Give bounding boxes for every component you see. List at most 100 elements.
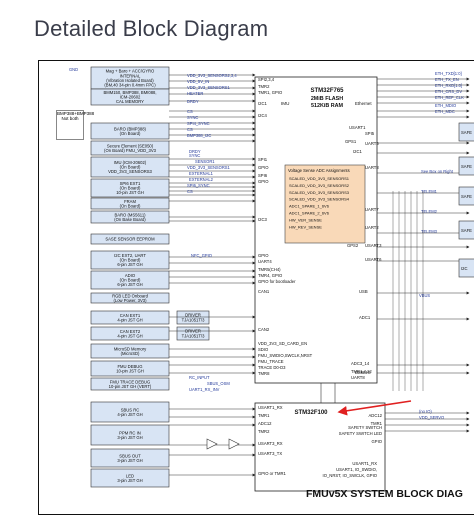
main-mcu-name: STM32F765 <box>310 88 344 94</box>
left-block-box <box>90 88 170 106</box>
left-block-box <box>90 197 170 210</box>
io-port-right: SAFETY SWITCH LED <box>339 431 382 436</box>
left-block-text: SBUS RC <box>121 407 140 412</box>
left-block-box <box>90 250 170 270</box>
left-block-text: 4-pin JST GH <box>117 412 142 417</box>
left-block-box <box>90 233 170 245</box>
signal-label-right: ETH_RXD[1:0] <box>435 83 462 88</box>
left-block: SASE SENSOR EEPROM <box>90 233 170 245</box>
left-block-text: (Low Power, 3V3) <box>113 298 147 303</box>
main-port-right: GPS1 <box>345 139 357 144</box>
left-block-text: 10-pin JST GH <box>116 190 144 195</box>
left-block-box <box>90 401 170 423</box>
left-block: I2C EXT2, UART(On Board)6-pin JST GH <box>90 250 170 270</box>
main-port-left: TMR4, GPIO <box>258 273 283 278</box>
voltage-box-line: ADC1_SPARE_1_6V6 <box>289 204 330 209</box>
main-port-left: CAN2 <box>258 327 270 332</box>
left-block-text: PPM RC IN <box>119 430 141 435</box>
left-block: SBUS RC4-pin JST GH <box>90 401 170 423</box>
voltage-box <box>284 164 366 244</box>
voltage-box-line: HW_REV_SENSE <box>289 224 322 229</box>
left-block-box <box>90 343 170 359</box>
left-block-box <box>90 468 170 488</box>
io-mcu-name: STM32F100 <box>294 410 328 416</box>
left-block: BARO (BMP388)(On Board) <box>90 122 170 140</box>
signal-label: EXTERNAL1 <box>189 171 214 176</box>
signal-label: SYNC <box>187 115 198 120</box>
left-block-box <box>90 270 170 290</box>
main-port-right: TMR1,4,12 <box>351 369 372 374</box>
signal-label-right: ETH_MDC <box>435 109 455 114</box>
left-block-text: FMU DEBUG <box>117 364 142 369</box>
signal-label: NFC_GPIO <box>191 253 212 258</box>
signal-label-right: ETH_REF_CLK <box>435 95 464 100</box>
signal-label-right: VDD_SERVO <box>419 415 444 420</box>
voltage-box-line: SCALED_VDD_3V3_SENSORS3 <box>289 190 350 195</box>
left-block: RGB LED Onboard(Low Power, 3V3) <box>90 292 170 304</box>
left-block-text: SBUS OUT <box>119 453 141 458</box>
left-block-text: I2C EXT2, UART <box>114 253 146 258</box>
main-port-left: CAN1 <box>258 289 270 294</box>
left-block-text: Secure Element (SE050) <box>107 143 154 148</box>
right-edge-label: SAFE <box>461 164 472 169</box>
left-block-box <box>90 140 170 156</box>
main-mcu-flash: 2MiB FLASH <box>311 96 343 102</box>
left-block-text: BARO (BMP388) <box>114 126 146 131</box>
signal-label-right: VBUS <box>419 293 430 298</box>
signal-label: SPI6_SYNC <box>187 183 210 188</box>
left-block-text: INTERNAL <box>120 73 141 78</box>
left-block-text: 6-pin JST GH <box>117 262 142 267</box>
signal-label-right: TELEM2 <box>421 209 438 214</box>
main-port-left: TMR8 <box>258 371 270 376</box>
signal-label: VDD_3V3_SENSORS1 <box>187 85 230 90</box>
voltage-box-line: SCALED_VDD_3V3_SENSORS1 <box>289 176 350 181</box>
left-block-box <box>90 122 170 140</box>
main-port-left: GPIO for bootloader <box>258 279 296 284</box>
signal-label-right: TELEM1 <box>421 189 438 194</box>
main-port-right: UART8 <box>351 375 365 380</box>
signal-label: SYNC <box>189 153 200 158</box>
left-block-box <box>90 360 170 377</box>
signal-label: SBUS_OSM <box>207 381 230 386</box>
left-block-text: (On Board) <box>120 278 141 283</box>
left-block: BARO (MS5611)(On Base Board) <box>90 210 170 224</box>
left-block-text: IMU (ICM-20602) <box>114 160 147 165</box>
left-block-text: (BM,40 34-pin 0.4mm FPC) <box>104 83 156 88</box>
left-block-text: (On Board) <box>120 186 141 191</box>
signal-label-right: ETH_TX_EN <box>435 77 459 82</box>
left-block-text: Mag + Baro + ACC/GYRO <box>106 69 155 74</box>
main-mcu-eth: Ethernet <box>355 101 372 106</box>
main-port-left: SPI1 <box>258 157 268 162</box>
signal-label-right: See Box on Right <box>421 169 454 174</box>
left-block-text: FMU TRACE DEBUG <box>110 379 150 384</box>
left-block-text: SASE SENSOR EEPROM <box>105 237 155 242</box>
signal-label: DRDY <box>187 99 199 104</box>
voltage-box-line: HW_VER_SENSE <box>289 217 322 222</box>
io-port-left: USART1_RX <box>258 405 283 410</box>
main-port-left: FMU_SWDIO,SWCLK,NRST <box>258 353 313 358</box>
main-port-left: GPIO <box>258 253 269 258</box>
can-driver-text: TJA1051T/3 <box>182 318 205 323</box>
left-block-box <box>90 310 170 325</box>
left-block-text: VDD_3V3_SENSORS3 <box>108 169 152 174</box>
io-bottom-text: USART1_RX <box>352 461 377 466</box>
signal-label: SENSOR1 <box>195 159 215 164</box>
right-edge-block <box>458 122 474 142</box>
main-port-right: USART1 <box>349 125 366 130</box>
left-block-text: (Vibration Isolated Board) <box>106 78 154 83</box>
io-port-left: USART3_TX <box>258 451 282 456</box>
left-block-box <box>90 178 170 198</box>
right-edge-block <box>458 220 474 240</box>
can-driver-text: TJA1051T/3 <box>182 334 205 339</box>
main-port-left: SDIO <box>258 347 269 352</box>
left-block-text: 6-pin JST GH <box>117 282 142 287</box>
main-port-left: UART4 <box>258 259 272 264</box>
right-edge-label: I2C <box>461 266 468 271</box>
signal-label: VDD_5V_IN <box>187 79 209 84</box>
right-edge-block <box>458 156 474 176</box>
